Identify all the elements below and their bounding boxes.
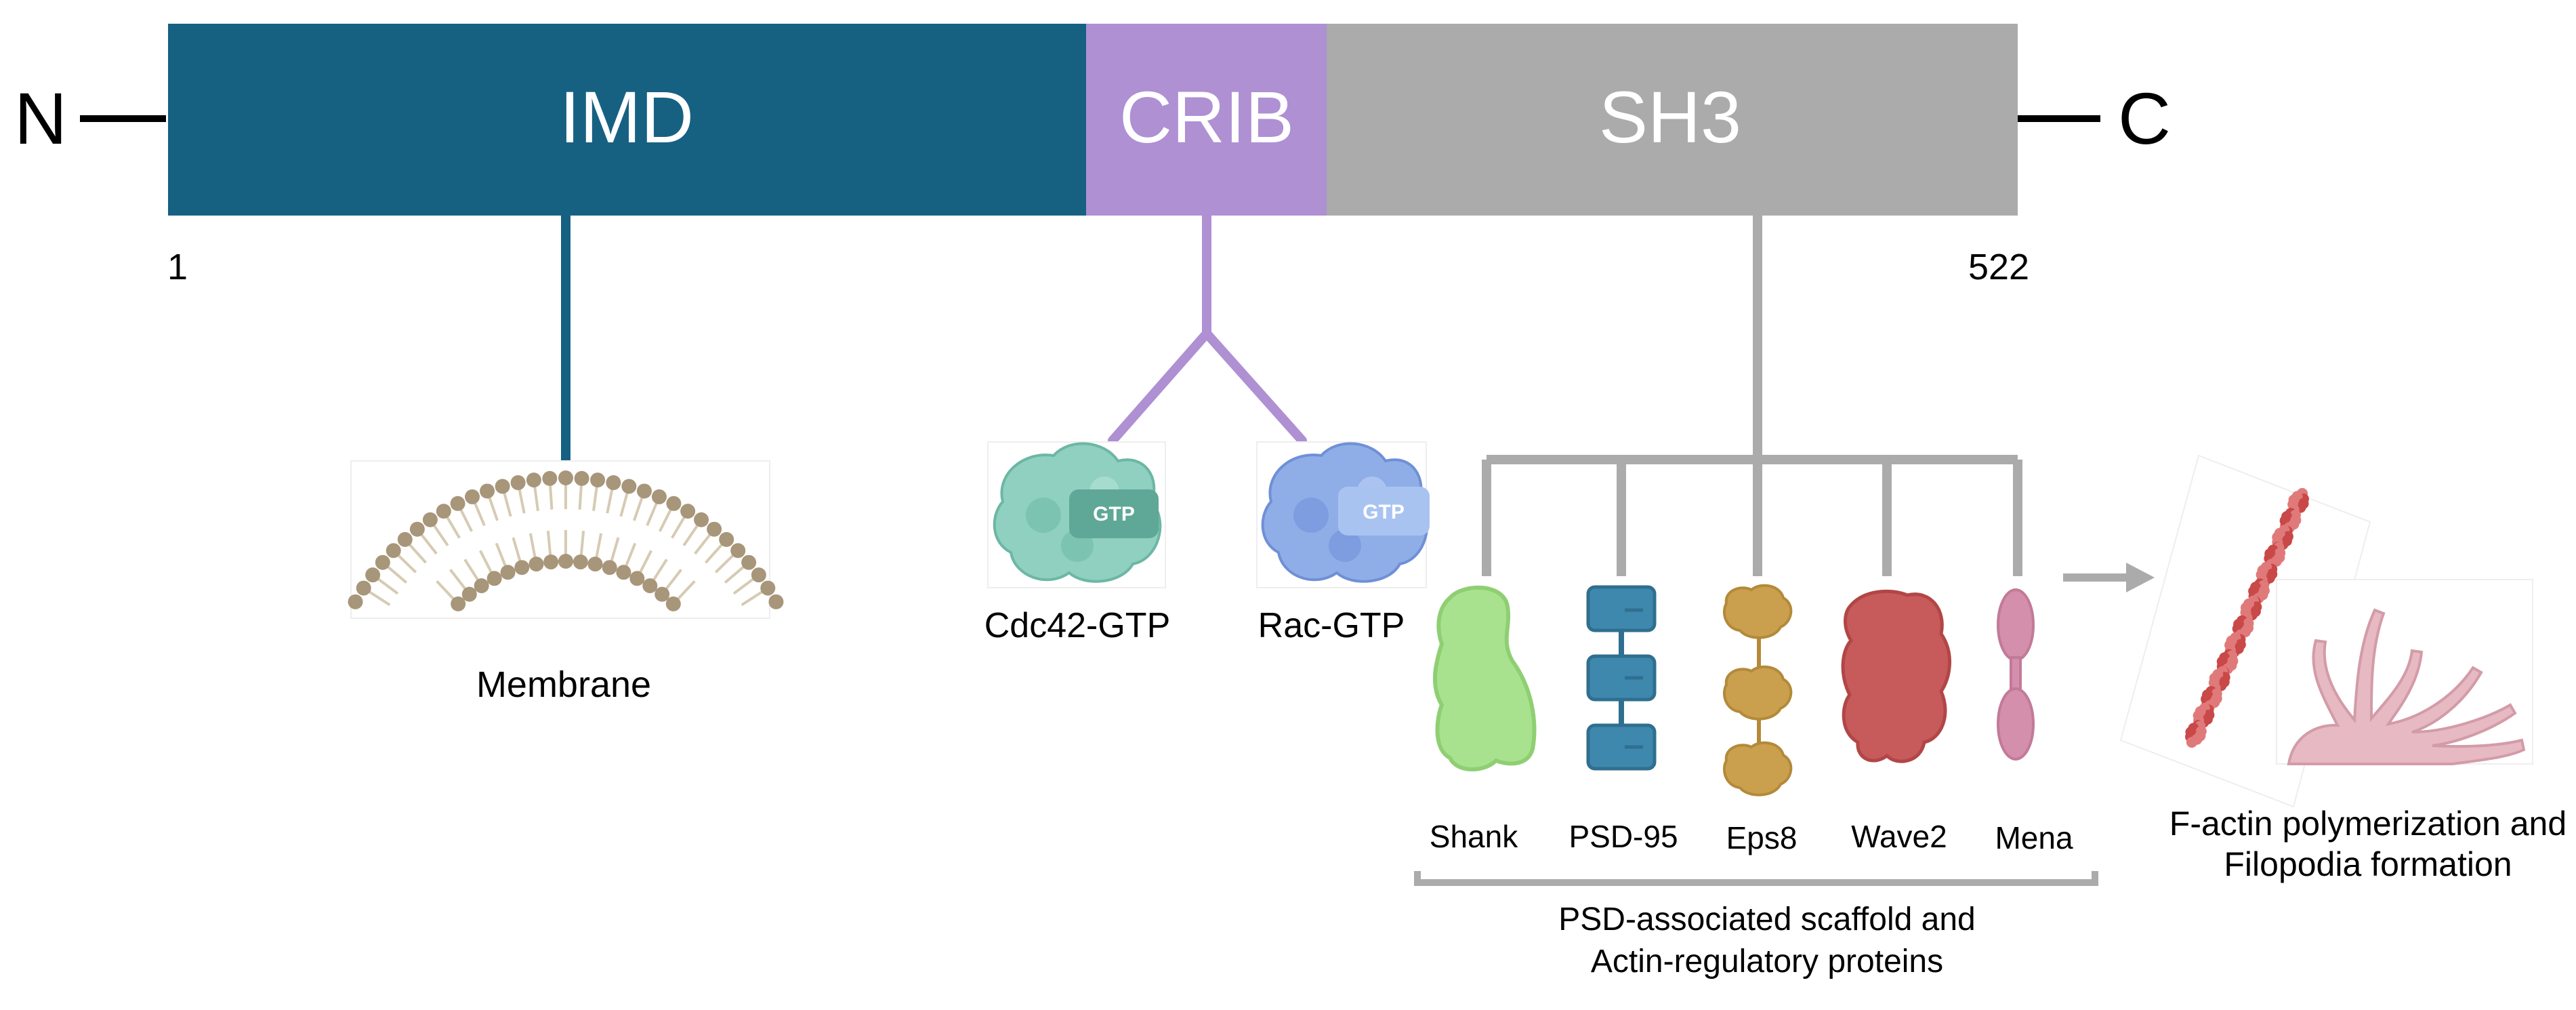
mena-protein-icon xyxy=(1997,588,2035,761)
shank-protein-icon xyxy=(1432,585,1537,771)
sh3-domain xyxy=(1327,24,2018,216)
psd95-protein-icon xyxy=(1586,585,1657,771)
cdc42-gtp-label: Cdc42-GTP xyxy=(984,606,1171,645)
wave2-protein-icon xyxy=(1841,589,1951,763)
n-terminus-label: N xyxy=(14,77,67,159)
partner-group-label-line1: PSD-associated scaffold and xyxy=(1558,902,1975,937)
outcome-label-line1: F-actin polymerization and xyxy=(2169,805,2567,843)
crib-gtpase-connector xyxy=(1108,211,1307,445)
mena-label: Mena xyxy=(1995,820,2073,855)
partner-group-bracket xyxy=(1414,871,2098,886)
eps8-protein-icon xyxy=(1722,584,1793,796)
imd-domain xyxy=(168,24,1086,216)
sh3-partner-connector xyxy=(1482,216,2022,576)
outcome-label-line2: Filopodia formation xyxy=(2224,845,2512,883)
membrane-bilayer-icon xyxy=(348,460,784,619)
psd95-label: PSD-95 xyxy=(1569,819,1678,854)
cdc42-gtp-tag: GTP xyxy=(1093,503,1135,525)
crib-domain xyxy=(1086,24,1327,216)
end-residue-label: 522 xyxy=(1968,247,2029,287)
shank-label: Shank xyxy=(1430,819,1518,854)
start-residue-label: 1 xyxy=(167,247,188,287)
crib-domain-label: CRIB xyxy=(1119,76,1294,158)
membrane-label: Membrane xyxy=(476,664,651,705)
outcome-arrow-icon xyxy=(2063,563,2155,592)
partner-group-label-line2: Actin-regulatory proteins xyxy=(1591,944,1943,979)
sh3-domain-label: SH3 xyxy=(1599,76,1741,158)
imd-domain-label: IMD xyxy=(560,76,694,158)
rac-gtp-tag: GTP xyxy=(1363,501,1405,523)
rac-gtp-label: Rac-GTP xyxy=(1258,606,1405,645)
cdc42-gtp-protein-icon: GTP xyxy=(987,441,1166,588)
c-terminus-label: C xyxy=(2118,77,2171,159)
rac-gtp-protein-icon: GTP xyxy=(1256,441,1430,588)
eps8-label: Eps8 xyxy=(1726,820,1798,855)
filopodia-icon xyxy=(2276,579,2533,765)
wave2-label: Wave2 xyxy=(1851,819,1947,854)
